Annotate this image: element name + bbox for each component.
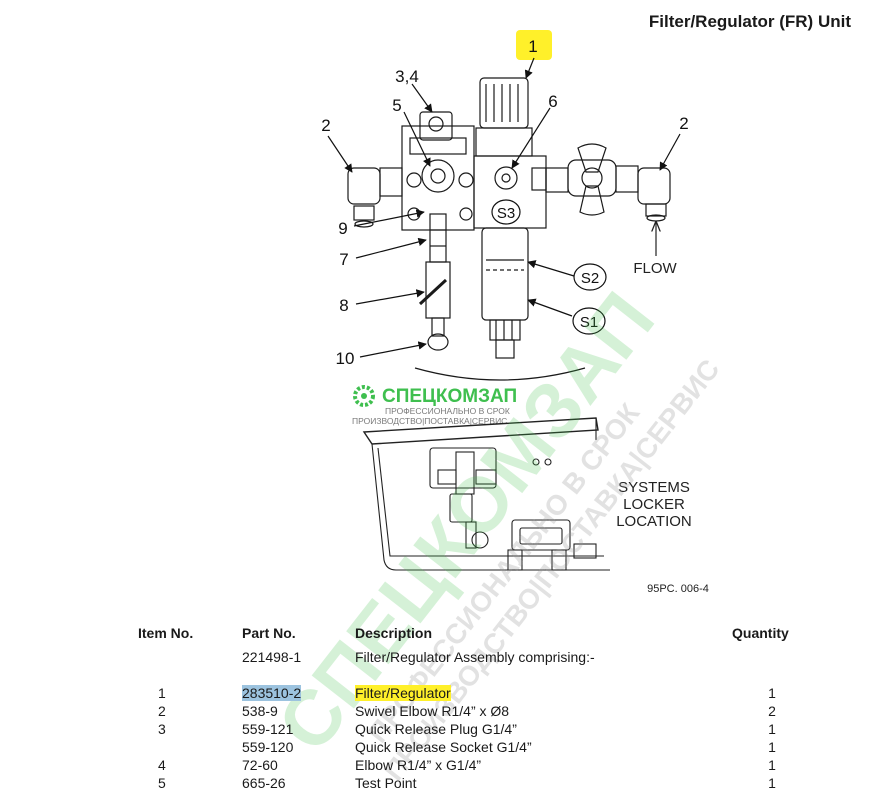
assembly-row: 221498-1 Filter/Regulator Assembly compr… [130, 649, 838, 667]
table-row: 3 559-121 Quick Release Plug G1/4” 1 [130, 721, 838, 739]
header-quantity: Quantity [732, 625, 789, 641]
row-item: 5 [158, 775, 166, 791]
row-item [130, 739, 242, 757]
row-item: 1 [158, 685, 166, 701]
description-highlight: Filter/Regulator [355, 685, 451, 701]
table-row: 559-120 Quick Release Socket G1/4” 1 [130, 739, 838, 757]
assembly-description: Filter/Regulator Assembly comprising:- [355, 649, 595, 665]
spacer-row [130, 667, 838, 685]
figure-code: 95PC. 006-4 [647, 583, 709, 595]
callout-6: 6 [548, 92, 557, 111]
locker-label-line-2: LOCKER [623, 496, 685, 513]
s3-circle [491, 199, 521, 225]
callout-s1: S1 [580, 314, 598, 331]
callout-7: 7 [339, 250, 348, 269]
callout-2-right: 2 [679, 114, 688, 133]
watermark-tagline: ПРОФЕССИОНАЛЬНО В СРОК [385, 406, 510, 416]
callout-1-highlight [516, 30, 552, 60]
watermark-logo: СПЕЦКОМЗАП ПРОФЕССИОНАЛЬНО В СРОК ПРОИЗВ… [352, 385, 517, 426]
s2-circle [573, 263, 607, 291]
callout-5: 5 [392, 96, 401, 115]
row-description: Quick Release Plug G1/4” [355, 721, 517, 737]
row-qty: 2 [768, 703, 776, 719]
s-callout-circles [491, 199, 607, 335]
assembly-qty [732, 649, 838, 667]
row-part-no: 665-26 [242, 775, 286, 791]
row-part-no: 283510-2 [242, 685, 355, 703]
s1-circle [572, 307, 606, 335]
table-row: 4 72-60 Elbow R1/4” x G1/4” 1 [130, 757, 838, 775]
table-row: 2 538-9 Swivel Elbow R1/4” x Ø8 2 [130, 703, 838, 721]
row-qty: 1 [768, 757, 776, 773]
row-description: Swivel Elbow R1/4” x Ø8 [355, 703, 510, 719]
table-row: 5 665-26 Test Point 1 [130, 775, 838, 793]
row-description: Filter/Regulator [355, 685, 732, 703]
row-item: 3 [158, 721, 166, 737]
row-qty: 1 [768, 775, 776, 791]
row-part-no: 559-120 [242, 739, 294, 755]
parts-table: Item No. Part No. Description Quantity 2… [130, 622, 838, 793]
locker-location-drawing [362, 417, 610, 571]
page-title: Filter/Regulator (FR) Unit [648, 12, 851, 31]
row-description: Elbow R1/4” x G1/4” [355, 757, 482, 773]
callout-1: 1 [528, 37, 537, 56]
assembly-part-no: 221498-1 [242, 649, 302, 665]
part-no-highlight: 283510-2 [242, 685, 302, 701]
callout-9: 9 [338, 219, 347, 238]
watermark-services: ПРОИЗВОДСТВО|ПОСТАВКА|СЕРВИС [352, 416, 507, 426]
header-item-no: Item No. [138, 625, 194, 641]
row-item: 4 [158, 757, 166, 773]
row-qty: 1 [768, 685, 776, 701]
callout-8: 8 [339, 296, 348, 315]
table-row: 1 283510-2 Filter/Regulator 1 [130, 685, 838, 703]
row-qty: 1 [768, 739, 776, 755]
callout-2-left: 2 [321, 116, 330, 135]
leader-lines [327, 57, 681, 358]
parts-table-header: Item No. Part No. Description Quantity [130, 622, 838, 649]
row-qty: 1 [768, 721, 776, 737]
header-description: Description [355, 625, 433, 641]
row-description: Quick Release Socket G1/4” [355, 739, 532, 755]
callout-s2: S2 [581, 270, 599, 287]
row-description: Test Point [355, 775, 417, 791]
locker-label-line-1: SYSTEMS [618, 479, 690, 496]
filter-regulator-drawing [347, 77, 671, 381]
flow-label: FLOW [633, 260, 677, 277]
row-part-no: 538-9 [242, 703, 278, 719]
callout-10: 10 [336, 349, 355, 368]
row-item: 2 [158, 703, 166, 719]
row-part-no: 559-121 [242, 721, 294, 737]
watermark-brand: СПЕЦКОМЗАП [382, 386, 517, 407]
header-part-no: Part No. [242, 625, 296, 641]
locker-label-line-3: LOCATION [616, 513, 692, 530]
callout-s3: S3 [497, 205, 515, 222]
assembly-item [130, 649, 242, 667]
callout-3-4: 3,4 [395, 67, 419, 86]
row-part-no: 72-60 [242, 757, 278, 773]
gear-icon [353, 385, 375, 407]
